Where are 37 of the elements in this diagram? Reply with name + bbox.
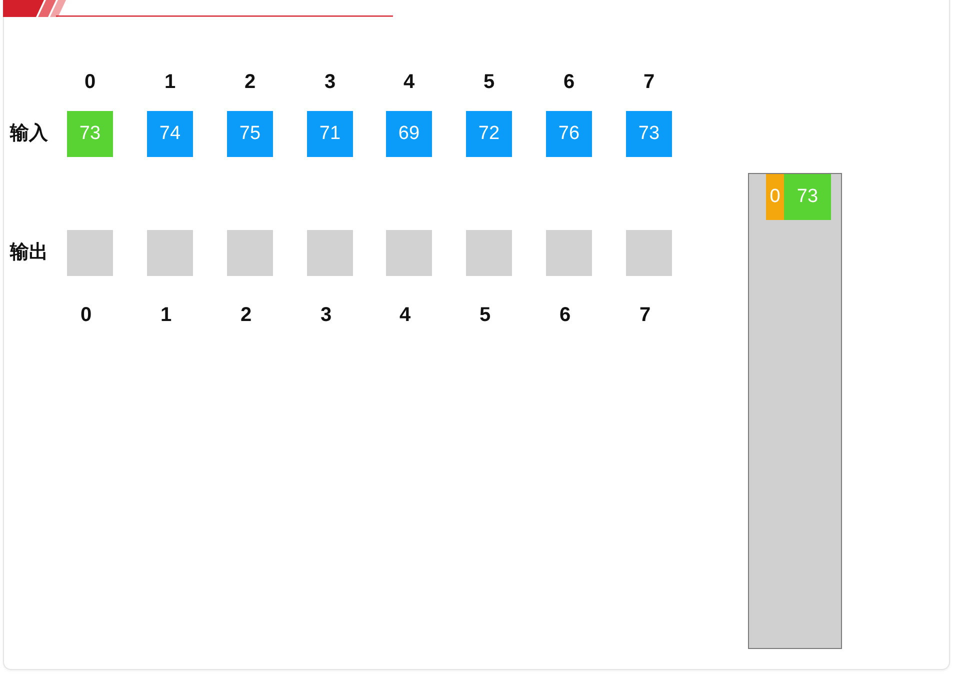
array-value-box: 74	[147, 111, 193, 157]
index-label: 6	[562, 70, 576, 94]
index-label: 4	[398, 303, 412, 327]
index-label: 0	[79, 303, 93, 327]
array-value-box: 72	[466, 111, 512, 157]
array-value-box: 69	[386, 111, 432, 157]
row-label: 输出	[10, 241, 48, 265]
empty-output-slot	[67, 230, 113, 276]
empty-output-slot	[147, 230, 193, 276]
array-value-box: 73	[626, 111, 672, 157]
index-label: 3	[323, 70, 337, 94]
array-value-box: 75	[227, 111, 273, 157]
index-label: 2	[243, 70, 257, 94]
stack-value-box: 73	[784, 174, 831, 220]
index-label: 4	[402, 70, 416, 94]
index-label: 2	[239, 303, 253, 327]
current-value-box: 73	[67, 111, 113, 157]
empty-output-slot	[626, 230, 672, 276]
array-value-box: 71	[307, 111, 353, 157]
stack-index-box: 0	[766, 174, 784, 220]
index-label: 0	[83, 70, 97, 94]
index-label: 7	[642, 70, 656, 94]
row-label: 输入	[10, 122, 48, 146]
index-label: 5	[478, 303, 492, 327]
index-label: 1	[159, 303, 173, 327]
index-label: 5	[482, 70, 496, 94]
index-label: 1	[163, 70, 177, 94]
empty-output-slot	[546, 230, 592, 276]
empty-output-slot	[307, 230, 353, 276]
index-label: 6	[558, 303, 572, 327]
index-label: 7	[638, 303, 652, 327]
array-value-box: 76	[546, 111, 592, 157]
stack-panel	[748, 173, 842, 649]
index-label: 3	[319, 303, 333, 327]
empty-output-slot	[227, 230, 273, 276]
empty-output-slot	[386, 230, 432, 276]
empty-output-slot	[466, 230, 512, 276]
